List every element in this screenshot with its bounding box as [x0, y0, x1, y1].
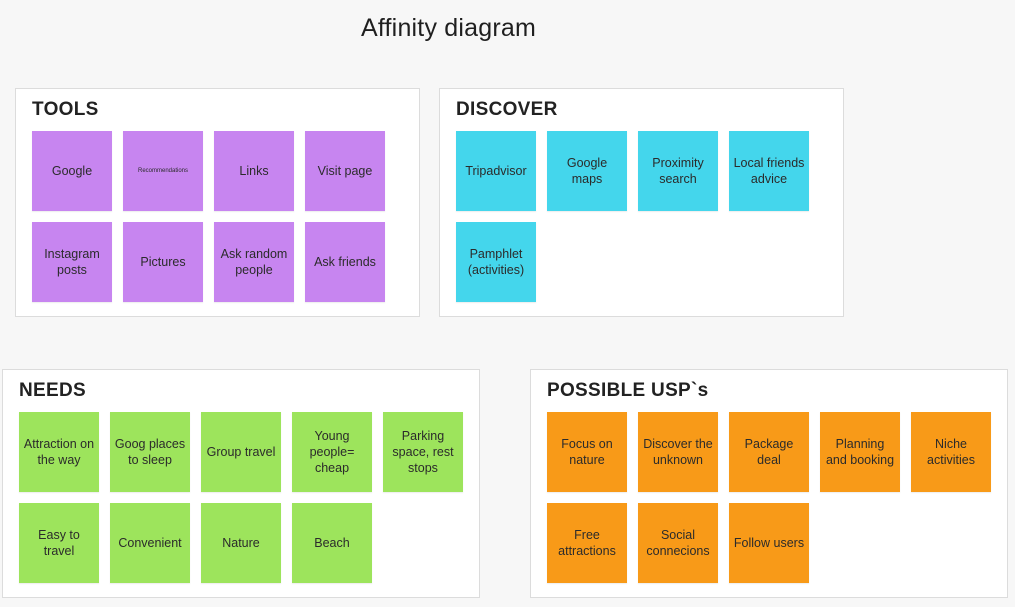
- group-discover[interactable]: DISCOVER Tripadvisor Google maps Proximi…: [439, 88, 844, 317]
- sticky-note[interactable]: Social connecions: [638, 503, 718, 583]
- sticky-note[interactable]: Google maps: [547, 131, 627, 211]
- group-title-tools: TOOLS: [32, 99, 99, 120]
- sticky-note[interactable]: Focus on nature: [547, 412, 627, 492]
- sticky-note[interactable]: Attraction on the way: [19, 412, 99, 492]
- sticky-note[interactable]: Links: [214, 131, 294, 211]
- group-tools[interactable]: TOOLS Google Recommendations Links Visit…: [15, 88, 420, 317]
- sticky-note[interactable]: Goog places to sleep: [110, 412, 190, 492]
- sticky-note[interactable]: Google: [32, 131, 112, 211]
- sticky-note[interactable]: Young people= cheap: [292, 412, 372, 492]
- sticky-note[interactable]: Instagram posts: [32, 222, 112, 302]
- sticky-note[interactable]: Follow users: [729, 503, 809, 583]
- sticky-note[interactable]: Convenient: [110, 503, 190, 583]
- notes-discover: Tripadvisor Google maps Proximity search…: [456, 131, 809, 302]
- sticky-note[interactable]: Package deal: [729, 412, 809, 492]
- sticky-note[interactable]: Pictures: [123, 222, 203, 302]
- sticky-note[interactable]: Group travel: [201, 412, 281, 492]
- sticky-note[interactable]: Beach: [292, 503, 372, 583]
- sticky-note[interactable]: Recommendations: [123, 131, 203, 211]
- sticky-note[interactable]: Easy to travel: [19, 503, 99, 583]
- notes-tools: Google Recommendations Links Visit page …: [32, 131, 385, 302]
- group-title-possible-usps: POSSIBLE USP`s: [547, 380, 709, 401]
- group-title-discover: DISCOVER: [456, 99, 558, 120]
- sticky-note[interactable]: Pamphlet (activities): [456, 222, 536, 302]
- sticky-note[interactable]: Local friends advice: [729, 131, 809, 211]
- sticky-note[interactable]: Niche activities: [911, 412, 991, 492]
- sticky-note[interactable]: Ask friends: [305, 222, 385, 302]
- sticky-note[interactable]: Visit page: [305, 131, 385, 211]
- group-title-needs: NEEDS: [19, 380, 86, 401]
- sticky-note[interactable]: Nature: [201, 503, 281, 583]
- notes-possible-usps: Focus on nature Discover the unknown Pac…: [547, 412, 991, 583]
- group-needs[interactable]: NEEDS Attraction on the way Goog places …: [2, 369, 480, 598]
- sticky-note[interactable]: Parking space, rest stops: [383, 412, 463, 492]
- diagram-title: Affinity diagram: [360, 14, 537, 42]
- notes-needs: Attraction on the way Goog places to sle…: [19, 412, 463, 583]
- sticky-note[interactable]: Discover the unknown: [638, 412, 718, 492]
- sticky-note[interactable]: Planning and booking: [820, 412, 900, 492]
- sticky-note[interactable]: Proximity search: [638, 131, 718, 211]
- sticky-note[interactable]: Ask random people: [214, 222, 294, 302]
- sticky-note[interactable]: Free attractions: [547, 503, 627, 583]
- group-possible-usps[interactable]: POSSIBLE USP`s Focus on nature Discover …: [530, 369, 1008, 598]
- sticky-note[interactable]: Tripadvisor: [456, 131, 536, 211]
